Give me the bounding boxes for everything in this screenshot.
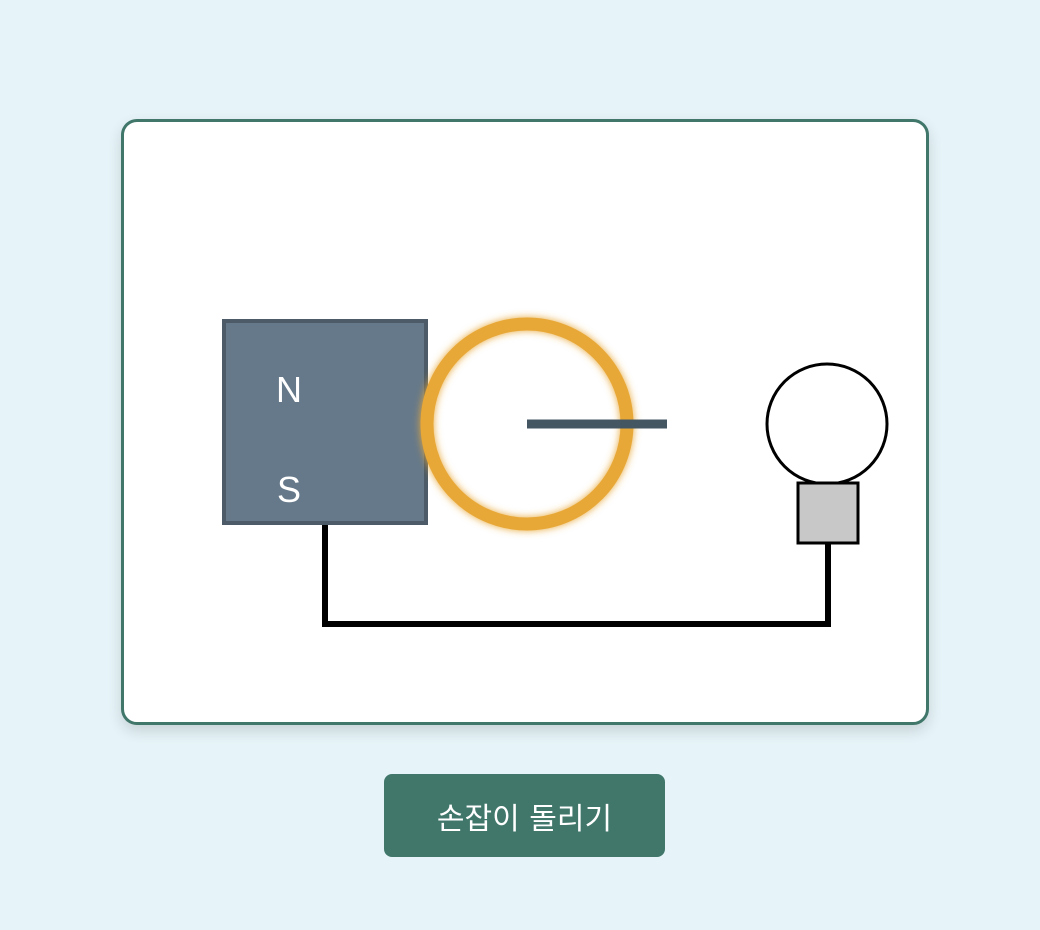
generator-diagram-card: N S [121, 119, 929, 725]
bulb-base [796, 481, 860, 545]
turn-handle-button[interactable]: 손잡이 돌리기 [384, 774, 665, 857]
circuit-wire [322, 523, 831, 627]
light-bulb [765, 362, 889, 486]
magnet-north-label: N [276, 369, 302, 410]
magnet-south-label: S [277, 469, 301, 510]
magnet [222, 319, 428, 525]
generator-diagram: N S [222, 317, 889, 627]
